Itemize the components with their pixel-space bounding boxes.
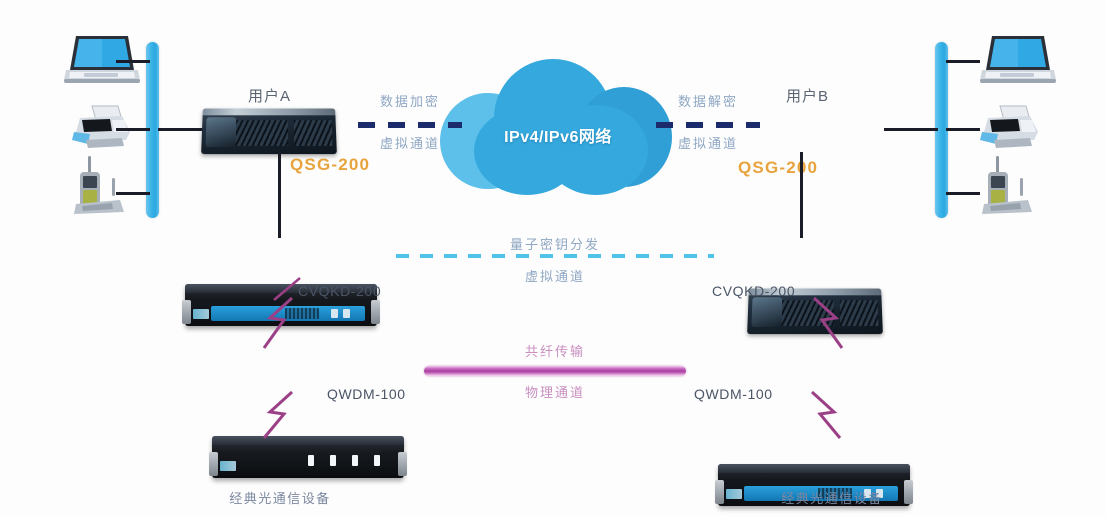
right-laptop bbox=[978, 32, 1056, 93]
rack-ear-left bbox=[182, 300, 191, 324]
right-fax-machine bbox=[974, 104, 1042, 155]
left-qwdm-device bbox=[209, 436, 407, 478]
left-cvqkd-leader bbox=[273, 277, 301, 301]
rack-slot bbox=[818, 488, 852, 499]
left-qwdm-to-classic-bolt bbox=[262, 390, 294, 439]
encrypt-link-dashes bbox=[358, 122, 462, 128]
left-cordless-phone bbox=[68, 154, 130, 221]
vendor-logo-icon bbox=[726, 489, 742, 499]
rack-ear-right bbox=[371, 300, 380, 324]
rack-bevel bbox=[718, 464, 910, 473]
right-gateway-to-qkd-trunk bbox=[800, 152, 803, 238]
right-phone-wire bbox=[946, 192, 980, 195]
left-laptop-wire bbox=[116, 60, 150, 63]
rack-port bbox=[331, 309, 338, 318]
qkd-link-label-bottom: 虚拟通道 bbox=[524, 269, 585, 284]
left-gateway-to-qkd-trunk bbox=[278, 152, 281, 238]
right-cvqkd-device bbox=[715, 464, 913, 506]
qkd-link-label-top: 量子密钥分发 bbox=[509, 237, 600, 252]
left-phone-wire bbox=[116, 192, 150, 195]
gateway-gloss bbox=[751, 297, 783, 327]
rack-port bbox=[864, 489, 871, 498]
right-qkd-to-qwdm-bolt bbox=[812, 296, 844, 349]
vendor-logo-icon bbox=[193, 309, 209, 319]
left-bus-to-gateway-wire bbox=[158, 128, 210, 131]
rack-ear-right bbox=[904, 480, 913, 504]
rack-ear-left bbox=[715, 480, 724, 504]
decrypt-link-label-top: 数据解密 bbox=[677, 94, 738, 109]
right-user-label: 用户B bbox=[786, 88, 830, 105]
rack-bevel bbox=[212, 436, 404, 445]
right-cordless-phone bbox=[976, 154, 1038, 221]
qkd-link-dashes bbox=[396, 254, 714, 258]
encrypt-link-label-top: 数据加密 bbox=[379, 94, 440, 109]
right-qwdm-model-label: QWDM-100 bbox=[694, 386, 773, 402]
rack-bevel bbox=[185, 284, 377, 293]
left-backbone-bus bbox=[146, 42, 159, 218]
left-fax-wire bbox=[116, 128, 150, 131]
left-cvqkd-model-label: CVQKD-200 bbox=[298, 283, 382, 299]
left-qsg-gateway bbox=[201, 108, 337, 155]
rack-ear-right bbox=[398, 452, 407, 476]
right-qwdm-to-classic-bolt bbox=[810, 390, 842, 439]
fiber-link-label-top: 共纤传输 bbox=[524, 344, 585, 359]
left-fax-machine bbox=[66, 104, 134, 155]
left-qwdm-model-label: QWDM-100 bbox=[327, 386, 406, 402]
rack-led bbox=[374, 455, 380, 466]
right-classic-label: 经典光通信设备 bbox=[781, 491, 883, 506]
right-backbone-bus bbox=[935, 42, 948, 218]
rack-led bbox=[352, 455, 358, 466]
right-bus-to-gateway-wire bbox=[884, 128, 938, 131]
ipv4-ipv6-cloud: IPv4/IPv6网络 bbox=[440, 45, 672, 200]
rack-led bbox=[330, 455, 336, 466]
decrypt-link-dashes bbox=[656, 122, 760, 128]
rack-slot bbox=[285, 308, 319, 319]
left-classic-label: 经典光通信设备 bbox=[229, 491, 331, 506]
gateway-vent-left bbox=[235, 120, 289, 146]
fiber-link-label-bottom: 物理通道 bbox=[524, 385, 585, 400]
encrypt-link-label-bottom: 虚拟通道 bbox=[379, 136, 440, 151]
vendor-logo-icon bbox=[220, 461, 236, 471]
rack-ear-left bbox=[209, 452, 218, 476]
rack-port bbox=[343, 309, 350, 318]
right-qsg-model-label: QSG-200 bbox=[738, 158, 819, 177]
fiber-physical-link bbox=[424, 366, 686, 376]
rack-port bbox=[876, 489, 883, 498]
gateway-top-edge bbox=[202, 108, 336, 116]
cloud-puff bbox=[544, 105, 648, 195]
decrypt-link-label-bottom: 虚拟通道 bbox=[677, 136, 738, 151]
right-fax-wire bbox=[946, 128, 980, 131]
gateway-gloss bbox=[205, 117, 237, 147]
rack-led bbox=[308, 455, 314, 466]
left-qkd-to-qwdm-bolt bbox=[262, 296, 294, 349]
cloud-label: IPv4/IPv6网络 bbox=[504, 129, 612, 146]
left-cvqkd-device bbox=[182, 284, 380, 326]
right-laptop-wire bbox=[946, 60, 980, 63]
gateway-vent-right bbox=[293, 120, 333, 146]
left-user-label: 用户A bbox=[248, 88, 292, 105]
right-cvqkd-model-label: CVQKD-200 bbox=[712, 283, 796, 299]
left-qsg-model-label: QSG-200 bbox=[290, 155, 371, 174]
